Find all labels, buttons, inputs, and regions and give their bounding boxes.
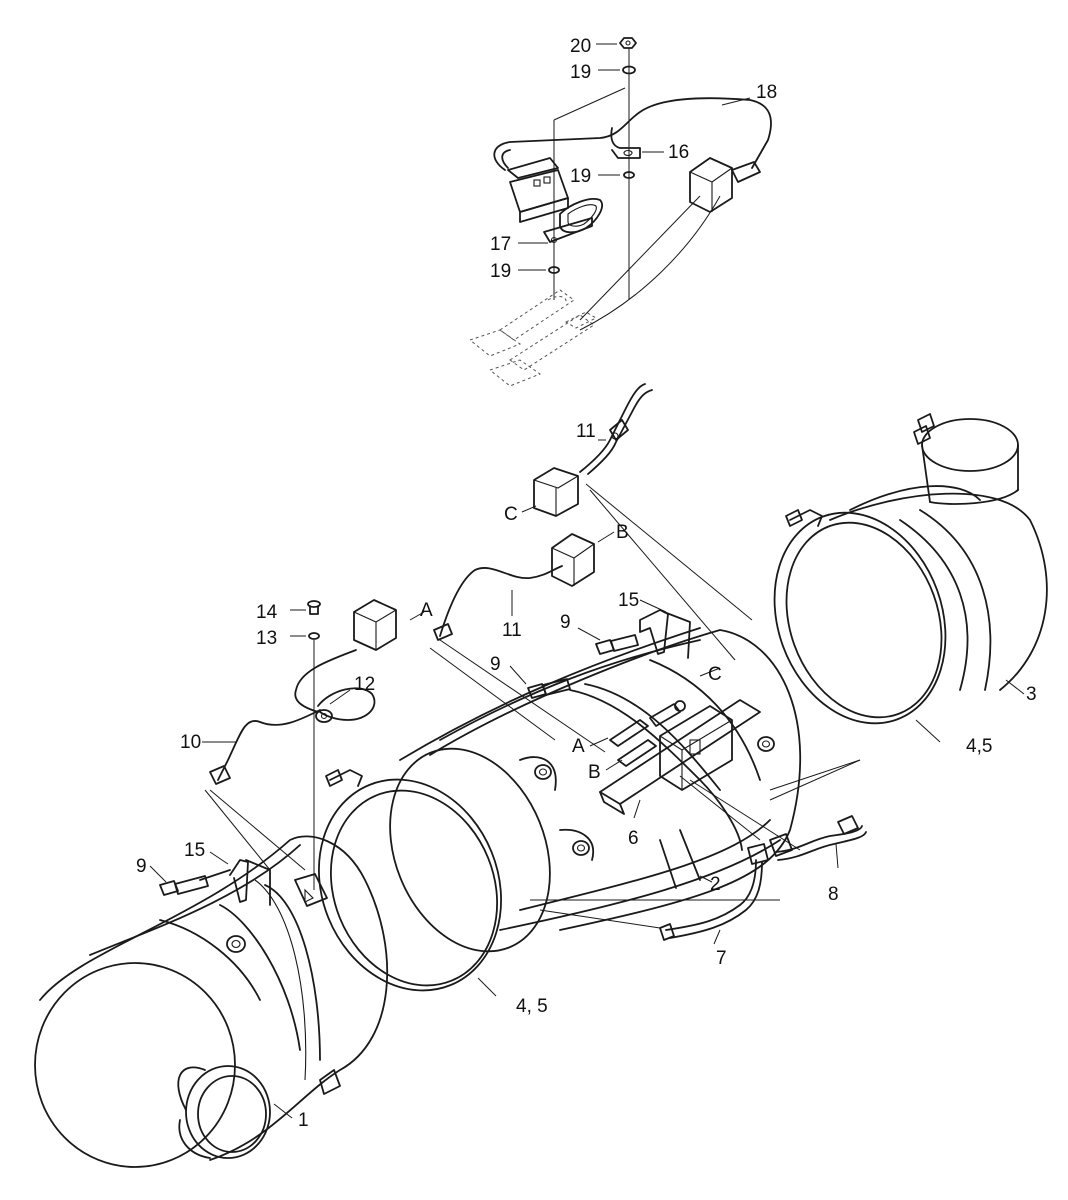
connector-c-upper <box>533 467 579 517</box>
callout-6: 6 <box>628 828 639 849</box>
part-18-harness-cable <box>493 97 772 171</box>
callout-2: 2 <box>710 874 721 895</box>
part-17-bracket <box>543 217 593 243</box>
callout-19-mid: 19 <box>570 166 591 187</box>
right-harness-connector <box>689 157 761 213</box>
callout-labels: 20 19 18 16 19 17 19 11 C B 15 9 14 A 11… <box>136 36 1037 1131</box>
callout-3: 3 <box>1026 684 1037 705</box>
callout-8: 8 <box>828 884 839 905</box>
callout-14: 14 <box>256 602 278 623</box>
part-4-5-clamp-ring-right <box>773 509 947 725</box>
callout-12: 12 <box>354 674 375 695</box>
callout-a-upper: A <box>420 600 433 621</box>
callout-18: 18 <box>756 82 777 103</box>
part-9-sensor-upper <box>527 634 639 699</box>
callout-c-upper: C <box>504 504 518 525</box>
part-14-screw <box>307 600 321 615</box>
top-harness-assembly <box>468 37 772 387</box>
part-20-nut <box>619 37 637 49</box>
callout-10: 10 <box>180 732 201 753</box>
part-7-tube <box>659 843 769 941</box>
callout-c-lower: C <box>708 664 722 685</box>
part-11-sensor-b <box>433 533 595 641</box>
part-10-sensor-a <box>209 599 397 785</box>
part-3-inlet-section <box>829 413 1048 691</box>
callout-b-upper: B <box>616 522 629 543</box>
part-12-loop-clamp <box>315 687 376 723</box>
callout-17: 17 <box>490 234 511 255</box>
callout-1: 1 <box>298 1110 309 1131</box>
connector-seal <box>559 198 603 234</box>
callout-9-lower: 9 <box>136 856 147 877</box>
part-4-5-clamp-ring-left <box>318 769 502 992</box>
callout-16: 16 <box>668 142 689 163</box>
callout-15-upper: 15 <box>618 590 639 611</box>
part-15-bracket-upper <box>639 609 669 655</box>
callout-b-lower: B <box>588 762 601 783</box>
part-11-sensor-upper <box>533 383 653 517</box>
part-16-clip <box>610 127 641 159</box>
part-13-washer <box>308 632 320 640</box>
callout-11-lower: 11 <box>502 620 522 641</box>
callout-7: 7 <box>716 948 727 969</box>
part-19-washer-mid <box>623 171 635 179</box>
callout-19-low: 19 <box>490 261 511 282</box>
callout-11-upper: 11 <box>576 421 596 442</box>
callout-9-upper-right: 9 <box>560 612 571 633</box>
callout-a-lower: A <box>572 736 585 757</box>
callout-19-top: 19 <box>570 62 591 83</box>
part-1-silencer-body <box>34 835 389 1168</box>
callout-13: 13 <box>256 628 277 649</box>
part-6-pressure-sensor-bracket <box>599 699 761 815</box>
callout-4-5-left: 4, 5 <box>516 996 548 1017</box>
part-8-tube <box>769 815 867 861</box>
part-19-washer-low <box>548 266 560 274</box>
leader-lines <box>149 43 1025 1119</box>
callout-4-5-right: 4,5 <box>966 736 992 757</box>
part-9-sensor-lower <box>159 875 209 896</box>
left-harness-connector <box>507 157 569 223</box>
callout-9-upper-left: 9 <box>490 654 501 675</box>
callout-20: 20 <box>570 36 591 57</box>
callout-15-lower: 15 <box>184 840 205 861</box>
part-2-dpf-center-section <box>389 627 802 953</box>
mounting-bracket-ghost <box>468 289 598 387</box>
